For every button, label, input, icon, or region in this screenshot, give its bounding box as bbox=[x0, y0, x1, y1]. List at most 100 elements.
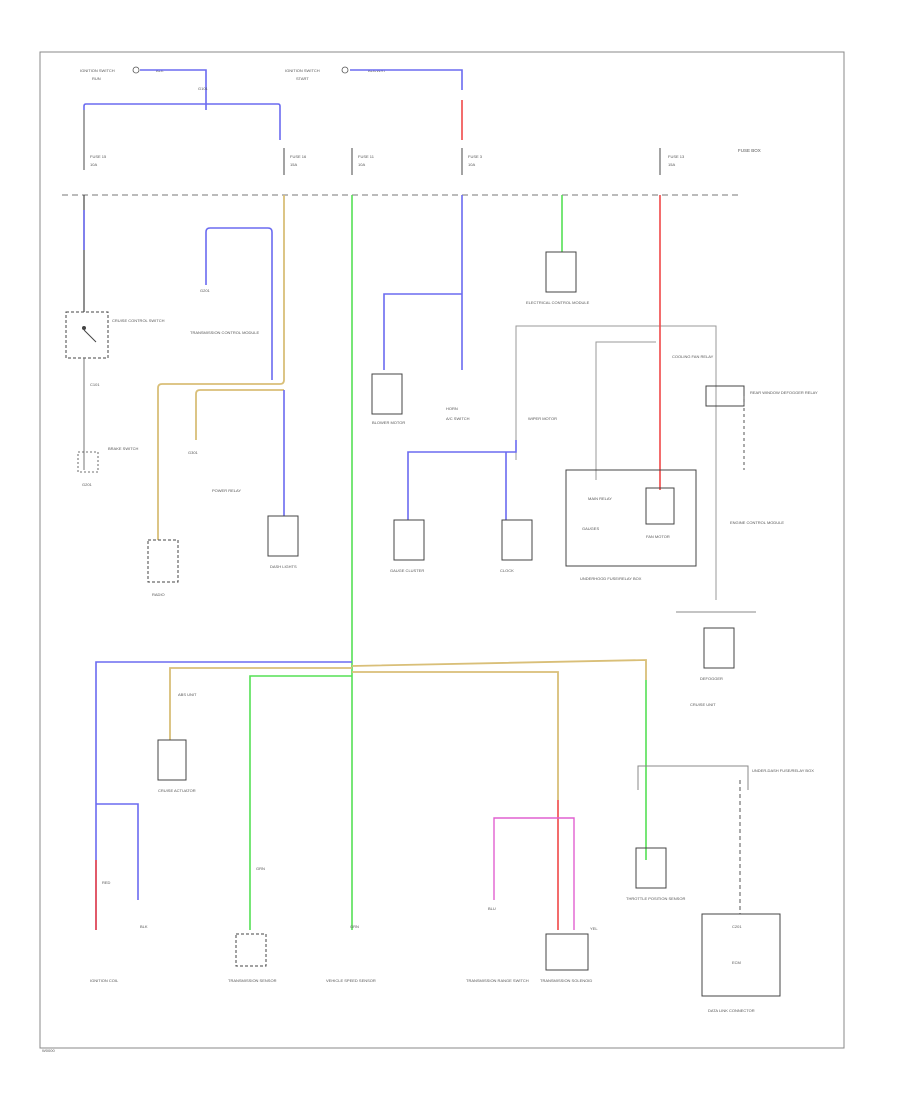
svg-text:START: START bbox=[296, 76, 309, 81]
svg-text:THROTTLE POSITION SENSOR: THROTTLE POSITION SENSOR bbox=[626, 896, 685, 901]
svg-text:TRANSMISSION SOLENOID: TRANSMISSION SOLENOID bbox=[540, 978, 592, 983]
svg-text:BLK: BLK bbox=[140, 924, 148, 929]
svg-text:REAR WINDOW DEFOGGER RELAY: REAR WINDOW DEFOGGER RELAY bbox=[750, 390, 818, 395]
svg-text:RUN: RUN bbox=[92, 76, 101, 81]
svg-text:UNDER-DASH FUSE/RELAY BOX: UNDER-DASH FUSE/RELAY BOX bbox=[752, 768, 814, 773]
svg-text:DASH LIGHTS: DASH LIGHTS bbox=[270, 564, 297, 569]
svg-text:ECM: ECM bbox=[732, 960, 741, 965]
svg-text:DEFOGGER: DEFOGGER bbox=[700, 676, 723, 681]
clock-component: CLOCK bbox=[500, 519, 533, 573]
fuse-13: FUSE 13 15A bbox=[659, 148, 685, 175]
svg-text:A/C SWITCH: A/C SWITCH bbox=[446, 416, 470, 421]
wire-blue-tcm bbox=[205, 227, 273, 380]
svg-text:CRUISE CONTROL SWITCH: CRUISE CONTROL SWITCH bbox=[112, 318, 165, 323]
blower-motor: BLOWER MOTOR bbox=[371, 373, 405, 425]
svg-text:GRN: GRN bbox=[350, 924, 359, 929]
defogger-component: DEFOGGER CRUISE UNIT bbox=[676, 611, 756, 707]
engine-ctrl-label: ENGINE CONTROL MODULE bbox=[730, 520, 784, 525]
rear-window-relay: REAR WINDOW DEFOGGER RELAY bbox=[705, 385, 818, 470]
dash-lights-component: DASH LIGHTS bbox=[267, 515, 299, 569]
fuse-3: FUSE 3 10A bbox=[461, 148, 483, 175]
wire-blue-lower-right bbox=[96, 803, 139, 900]
radio-component: RADIO bbox=[147, 539, 179, 597]
ecm-component: C201 ECM DATA LINK CONNECTOR bbox=[701, 913, 781, 1013]
cluster-component: GAUGE CLUSTER bbox=[390, 519, 425, 573]
wire-blue-cluster bbox=[407, 440, 517, 520]
svg-text:RED: RED bbox=[102, 880, 111, 885]
wire-tan-radio bbox=[157, 195, 285, 540]
svg-text:CRUISE ACTUATOR: CRUISE ACTUATOR bbox=[158, 788, 196, 793]
svg-text:BLOWER MOTOR: BLOWER MOTOR bbox=[372, 420, 405, 425]
wire-red-lower bbox=[95, 800, 559, 930]
svg-text:CRUISE UNIT: CRUISE UNIT bbox=[690, 702, 716, 707]
tcm-label: TRANSMISSION CONTROL MODULE bbox=[190, 330, 260, 335]
svg-text:FUSE 13: FUSE 13 bbox=[668, 154, 685, 159]
svg-text:FAN MOTOR: FAN MOTOR bbox=[646, 534, 670, 539]
cruise-ref: C101 bbox=[90, 382, 100, 387]
svg-text:FUSE 11: FUSE 11 bbox=[358, 154, 375, 159]
wiper-label: WIPER MOTOR bbox=[528, 416, 557, 421]
svg-text:BRAKE SWITCH: BRAKE SWITCH bbox=[108, 446, 139, 451]
wire-blue-lower bbox=[95, 661, 352, 930]
g201-label: G201 bbox=[200, 288, 211, 293]
svg-text:ABS UNIT: ABS UNIT bbox=[178, 692, 197, 697]
svg-text:DATA LINK CONNECTOR: DATA LINK CONNECTOR bbox=[708, 1008, 755, 1013]
ignition-switch-right: IGNITION SWITCH START BLK/WHT bbox=[285, 66, 386, 81]
svg-text:IGNITION SWITCH: IGNITION SWITCH bbox=[285, 68, 320, 73]
ign-coil: IGNITION COIL RED BLK bbox=[90, 880, 148, 983]
svg-text:15A: 15A bbox=[668, 162, 675, 167]
trans-solenoid: TRANSMISSION SOLENOID YEL bbox=[540, 926, 598, 983]
fuse-16: FUSE 16 15A bbox=[283, 148, 307, 175]
svg-text:G201: G201 bbox=[82, 482, 93, 487]
power-relay-label: POWER RELAY bbox=[212, 488, 241, 493]
ignition-switch-left: IGNITION SWITCH RUN BLK bbox=[80, 66, 164, 81]
svg-text:FUSE 15: FUSE 15 bbox=[90, 154, 107, 159]
wire-tan-power-relay bbox=[195, 389, 284, 440]
svg-text:15A: 15A bbox=[290, 162, 297, 167]
g301-label: G301 bbox=[188, 450, 199, 455]
cruise-control-switch: CRUISE CONTROL SWITCH bbox=[65, 311, 165, 359]
fuse-box-label: FUSE BOX bbox=[738, 148, 761, 153]
svg-text:IGNITION SWITCH: IGNITION SWITCH bbox=[80, 68, 115, 73]
svg-text:TRANSMISSION SENSOR: TRANSMISSION SENSOR bbox=[228, 978, 277, 983]
wire-top-right-blue bbox=[350, 69, 463, 90]
svg-text:ELECTRICAL CONTROL MODULE: ELECTRICAL CONTROL MODULE bbox=[526, 300, 590, 305]
svg-text:FUSE 16: FUSE 16 bbox=[290, 154, 307, 159]
svg-text:IGNITION COIL: IGNITION COIL bbox=[90, 978, 119, 983]
svg-text:TRANSMISSION RANGE SWITCH: TRANSMISSION RANGE SWITCH bbox=[466, 978, 529, 983]
g101-label: G101 bbox=[198, 86, 209, 91]
wire-relay-frame bbox=[515, 325, 717, 600]
svg-text:GAUGE CLUSTER: GAUGE CLUSTER bbox=[390, 568, 424, 573]
speed-sensor: VEHICLE SPEED SENSOR GRN bbox=[326, 924, 376, 983]
cooling-relay-label: COOLING FAN RELAY bbox=[672, 354, 714, 359]
horn-component: HORN A/C SWITCH bbox=[446, 406, 470, 421]
wire-blue-blower bbox=[383, 293, 462, 370]
fuse-11: FUSE 11 10A bbox=[351, 148, 375, 175]
wire-top-left-blue bbox=[83, 69, 281, 140]
brake-switch: BRAKE SWITCH G201 bbox=[77, 446, 139, 487]
underdash-box: UNDER-DASH FUSE/RELAY BOX THROTTLE POSIT… bbox=[626, 765, 814, 914]
svg-text:10A: 10A bbox=[358, 162, 365, 167]
svg-text:HORN: HORN bbox=[446, 406, 458, 411]
svg-text:FUSE 3: FUSE 3 bbox=[468, 154, 483, 159]
svg-text:10A: 10A bbox=[90, 162, 97, 167]
fuse-15: FUSE 15 10A bbox=[83, 110, 107, 170]
svg-text:10A: 10A bbox=[468, 162, 475, 167]
trans-range: TRANSMISSION RANGE SWITCH BLU bbox=[466, 906, 529, 983]
svg-text:C201: C201 bbox=[732, 924, 742, 929]
svg-text:MAIN RELAY: MAIN RELAY bbox=[588, 496, 612, 501]
svg-text:RADIO: RADIO bbox=[152, 592, 165, 597]
electrical-control-module: ELECTRICAL CONTROL MODULE bbox=[526, 251, 590, 305]
footer-code: W0000 bbox=[42, 1048, 55, 1053]
abs-unit: ABS UNIT CRUISE ACTUATOR bbox=[157, 692, 197, 793]
wire-tan-lower bbox=[169, 659, 647, 800]
svg-text:YEL: YEL bbox=[590, 926, 598, 931]
diagram-frame bbox=[39, 51, 845, 1049]
svg-text:BLU: BLU bbox=[488, 906, 496, 911]
svg-text:GRN: GRN bbox=[256, 866, 265, 871]
svg-text:VEHICLE SPEED SENSOR: VEHICLE SPEED SENSOR bbox=[326, 978, 376, 983]
wire-relay-inner bbox=[595, 341, 656, 480]
trans-sensor: TRANSMISSION SENSOR GRN bbox=[228, 866, 277, 983]
wire-green-lower bbox=[249, 675, 647, 930]
